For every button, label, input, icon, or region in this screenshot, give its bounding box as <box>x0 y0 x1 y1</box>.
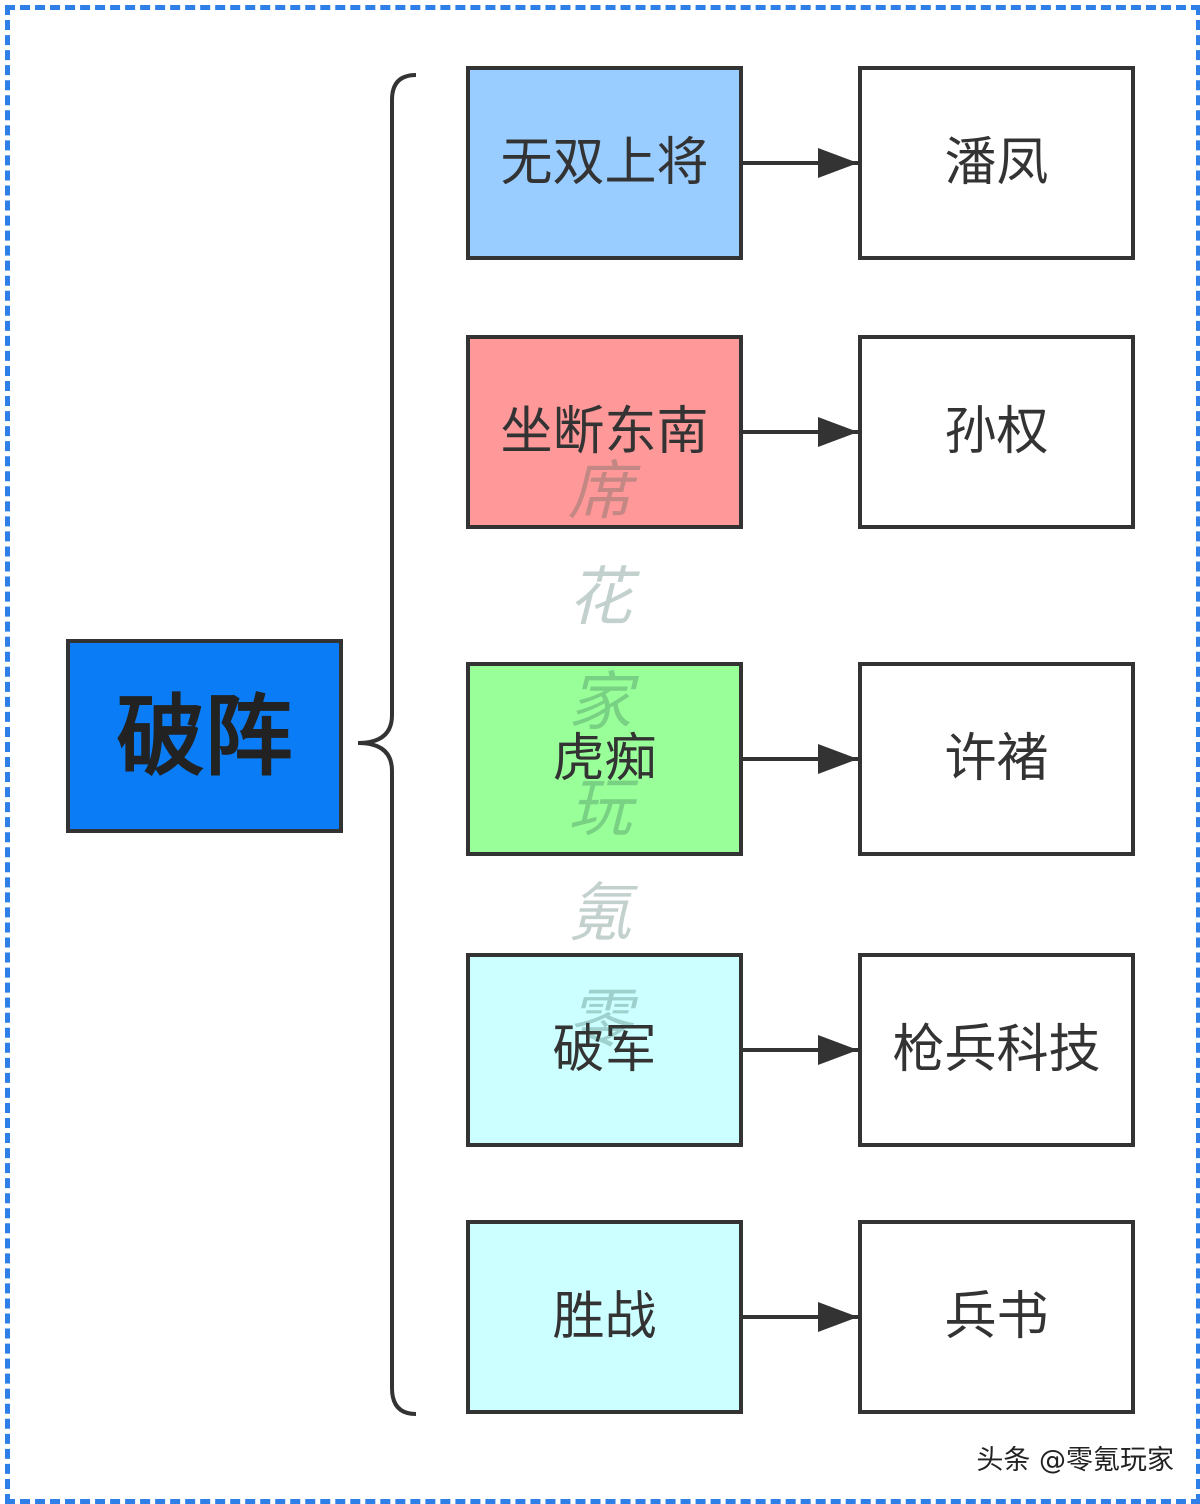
target-node-panfeng: 潘凤 <box>858 66 1135 260</box>
target-label: 潘凤 <box>944 133 1049 193</box>
branch-label: 坐断东南 <box>500 402 709 462</box>
target-label: 兵书 <box>944 1287 1049 1347</box>
target-node-sunquan: 孙权 <box>858 335 1135 529</box>
target-label: 枪兵科技 <box>892 1020 1101 1080</box>
root-node: 破阵 <box>66 639 343 833</box>
branch-label: 胜战 <box>552 1287 657 1347</box>
branch-label: 破军 <box>552 1020 657 1080</box>
target-node-bingshu: 兵书 <box>858 1220 1135 1414</box>
branch-node-pojun: 破军 <box>466 953 743 1147</box>
branch-label: 虎痴 <box>552 729 657 789</box>
dashed-frame <box>5 5 1200 1504</box>
target-node-qiangbing: 枪兵科技 <box>858 953 1135 1147</box>
branch-node-huchi: 虎痴 <box>466 662 743 856</box>
root-bracket <box>357 73 417 1416</box>
target-node-xuchu: 许褚 <box>858 662 1135 856</box>
branch-node-shengzhan: 胜战 <box>466 1220 743 1414</box>
branch-label: 无双上将 <box>500 133 709 193</box>
branch-node-wushuang: 无双上将 <box>466 66 743 260</box>
root-label: 破阵 <box>116 684 293 788</box>
credit-text: 头条 @零氪玩家 <box>976 1445 1174 1476</box>
branch-node-zuoduan: 坐断东南 <box>466 335 743 529</box>
target-label: 孙权 <box>944 402 1049 462</box>
target-label: 许褚 <box>944 729 1049 789</box>
